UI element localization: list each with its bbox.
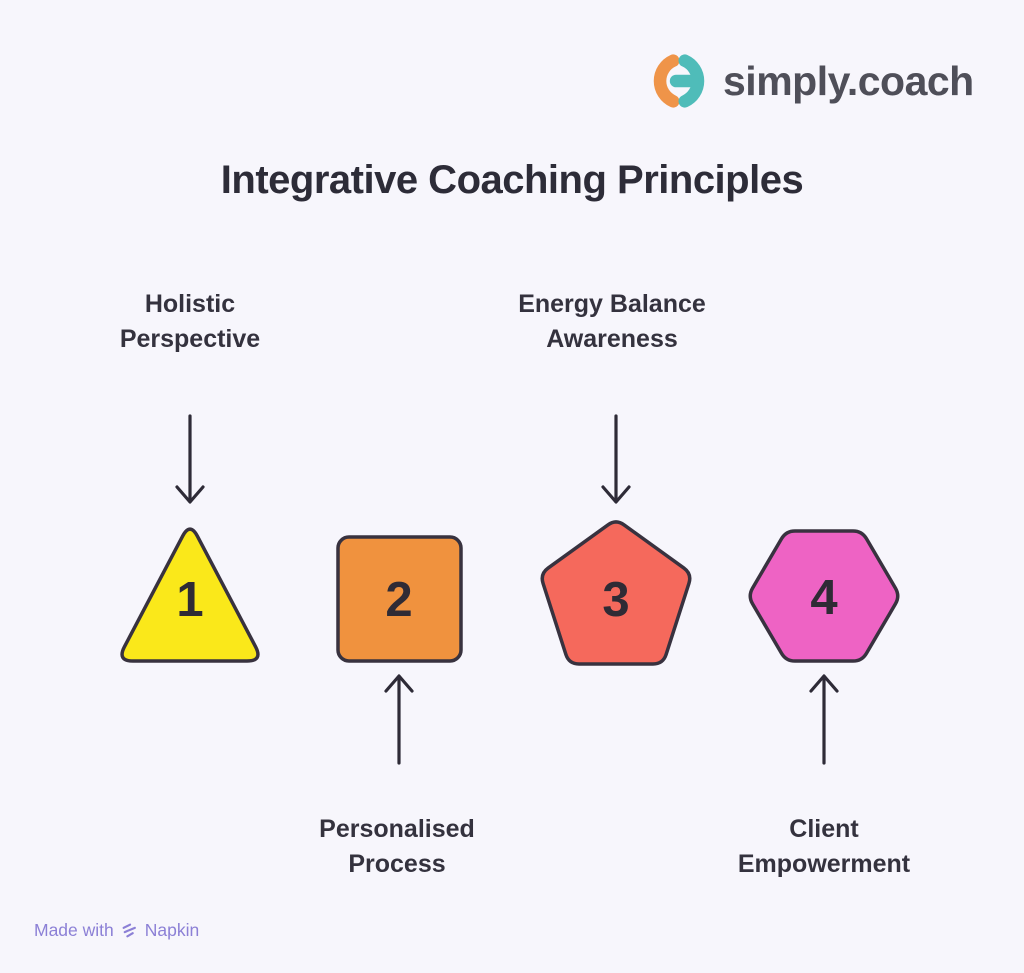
triangle-shape — [120, 527, 260, 663]
shape-number: 1 — [176, 573, 203, 627]
principle-label-personalised-process: Personalised Process — [319, 815, 475, 878]
simply-coach-logo-icon — [653, 54, 705, 108]
down-arrow-icon — [175, 414, 205, 504]
napkin-logo-icon — [122, 923, 136, 938]
principle-label-client-empowerment: Client Empowerment — [737, 815, 911, 878]
made-with-napkin: Made with Napkin — [34, 920, 199, 941]
brand-logo: simply.coach — [648, 52, 974, 110]
brand-logo-text: simply.coach — [723, 57, 974, 104]
up-arrow-icon — [809, 674, 839, 765]
shape-number: 4 — [810, 571, 837, 625]
down-arrow-icon — [601, 414, 631, 504]
page-title: Integrative Coaching Principles — [220, 158, 804, 202]
up-arrow-icon — [384, 674, 414, 765]
shape-number: 3 — [602, 573, 629, 627]
napkin-brand-text: Napkin — [144, 920, 200, 940]
hexagon-shape — [748, 529, 900, 663]
principle-label-holistic-perspective: Holistic Perspective — [119, 290, 261, 353]
pentagon-shape — [540, 520, 692, 666]
made-with-text: Made with — [34, 920, 114, 940]
shape-number: 2 — [385, 573, 412, 627]
square-shape — [336, 535, 463, 663]
principle-label-energy-balance-awareness: Energy Balance Awareness — [518, 290, 706, 353]
